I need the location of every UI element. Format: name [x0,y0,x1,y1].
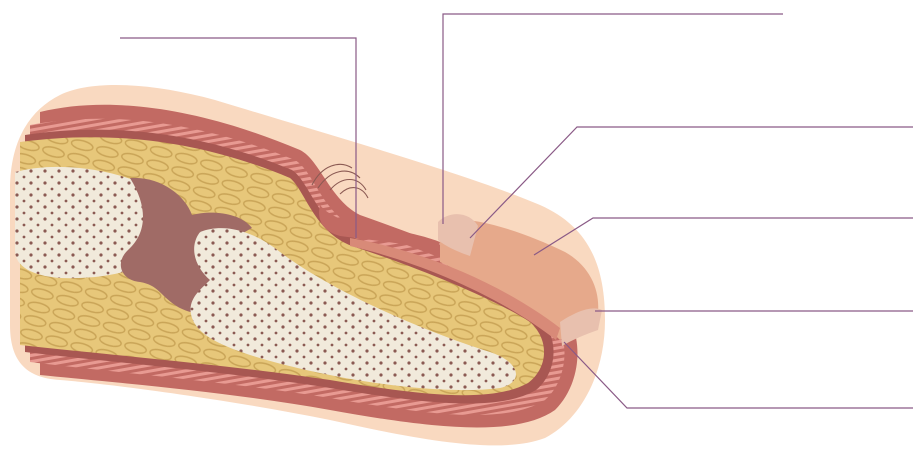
leader-line-hyponychium [564,342,913,408]
leader-line-nail-plate [534,218,913,255]
